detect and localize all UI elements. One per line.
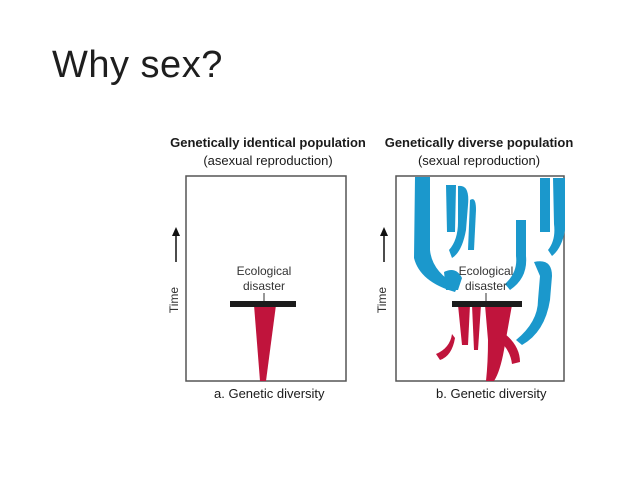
panel-b-disaster-bar — [452, 301, 522, 307]
slide-title: Why sex? — [52, 44, 223, 86]
panel-b-time-label: Time — [375, 287, 389, 314]
panel-b-caption: b. Genetic diversity — [436, 386, 547, 401]
panel-a-disaster-bar — [230, 301, 296, 307]
panel-b-subheading: (sexual reproduction) — [417, 153, 541, 168]
panel-a-subheading: (asexual reproduction) — [203, 153, 333, 168]
panel-a-heading: Genetically identical population — [170, 135, 366, 150]
panel-b-event-label-2: disaster — [465, 279, 507, 293]
panel-b-heading: Genetically diverse population — [384, 135, 574, 150]
panel-a-event-label-1: Ecological — [237, 264, 292, 278]
panel-b-blue-lineages — [414, 177, 565, 345]
panel-a-event-label-2: disaster — [243, 279, 285, 293]
panel-b-time-arrow — [380, 227, 388, 262]
panel-b-red-lineages — [436, 305, 520, 381]
panel-a-time-arrow — [172, 227, 180, 262]
panel-a-caption: a. Genetic diversity — [214, 386, 325, 401]
panel-b-event-label-1: Ecological — [459, 264, 514, 278]
panel-a-time-label: Time — [167, 287, 181, 314]
panel-a-red-lineage — [254, 305, 276, 381]
